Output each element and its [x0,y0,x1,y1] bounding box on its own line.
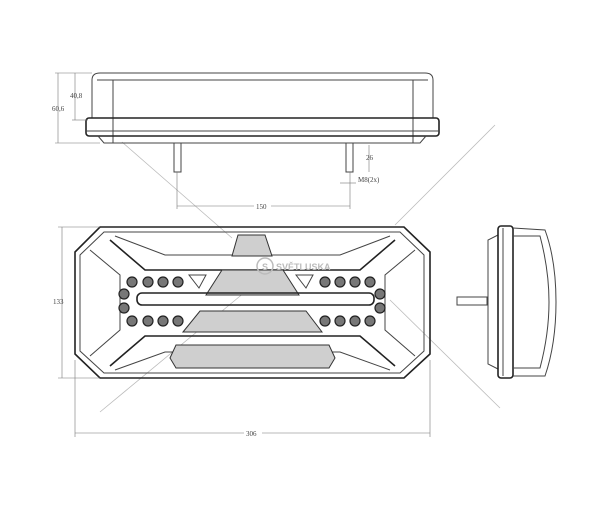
dim-height: 133 [53,298,64,306]
front-view: S SVĚTLUSKA 133 306 [53,226,431,438]
reflector-lower-middle [181,310,324,333]
top-view: 60,6 40,8 26 M8(2x) 150 [52,72,440,211]
dim-stud-spacing: 150 [256,203,267,211]
reflector-top [231,234,273,257]
dim-width: 306 [246,430,257,438]
led-group-left [118,276,184,327]
reflector-bottom [169,344,336,369]
reflector-upper-middle [205,269,300,296]
light-guide-bar [136,292,375,306]
mounting-stud-right [345,142,354,173]
watermark-logo-icon [256,257,274,275]
dim-stud-length: 26 [366,154,374,162]
led-group-right [319,276,386,327]
side-stud [456,296,488,306]
watermark-logo-letter: S [262,262,268,272]
mounting-stud-left [173,142,182,173]
side-view [456,225,557,379]
dim-total-height: 60,6 [52,105,65,113]
watermark-text: SVĚTLUSKA [276,261,331,272]
dim-body-height: 40,8 [70,92,83,100]
dim-thread: M8(2x) [358,176,380,184]
